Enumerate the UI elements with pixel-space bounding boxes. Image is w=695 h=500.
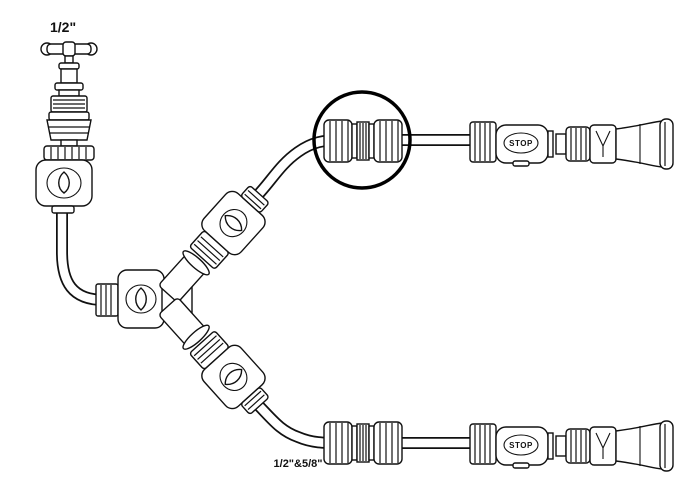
tap-stem <box>64 55 74 64</box>
tap-body <box>60 68 78 84</box>
branch-valve-lower <box>189 331 269 415</box>
stop-connector-lower: STOP <box>469 423 554 469</box>
two-way-valve-dial <box>125 284 157 314</box>
hose-mender-upper <box>323 119 403 163</box>
spray-nozzle-lower <box>555 420 674 472</box>
tap-collar <box>58 62 80 70</box>
stop-label-upper: STOP <box>509 139 533 148</box>
stop-label-lower: STOP <box>509 441 533 450</box>
nozzle-male-tip <box>555 133 567 155</box>
y-distributor <box>95 250 210 350</box>
spray-nozzle-upper <box>555 118 674 170</box>
water-tap <box>40 41 98 113</box>
tap-neck <box>58 89 80 97</box>
tap-flange <box>54 82 84 91</box>
quick-connector-release-clip <box>58 171 70 194</box>
hose-mender-lower <box>323 421 403 465</box>
tap-connector <box>46 111 92 147</box>
highlight-circle <box>312 90 412 190</box>
distributor-arm-lower <box>159 298 210 350</box>
tap-size-label: 1/2" <box>50 19 76 35</box>
tap-handle-hub <box>62 41 76 57</box>
hose-quick-connector <box>35 145 95 214</box>
branch-valve-upper <box>189 185 269 269</box>
nozzle-tip-cap <box>659 118 674 170</box>
two-way-valve-lever <box>135 287 147 311</box>
quick-connector-hose-tail <box>51 205 75 214</box>
quick-connector-lock-ring <box>46 167 82 199</box>
distributor-arm-upper <box>159 250 210 302</box>
nozzle-grip <box>589 124 617 164</box>
distributor-inlet-nut <box>95 283 119 317</box>
stop-connector-upper: STOP <box>469 121 554 167</box>
hose-size-label: 1/2"&5/8" <box>274 458 323 470</box>
nozzle-cone <box>615 120 663 168</box>
